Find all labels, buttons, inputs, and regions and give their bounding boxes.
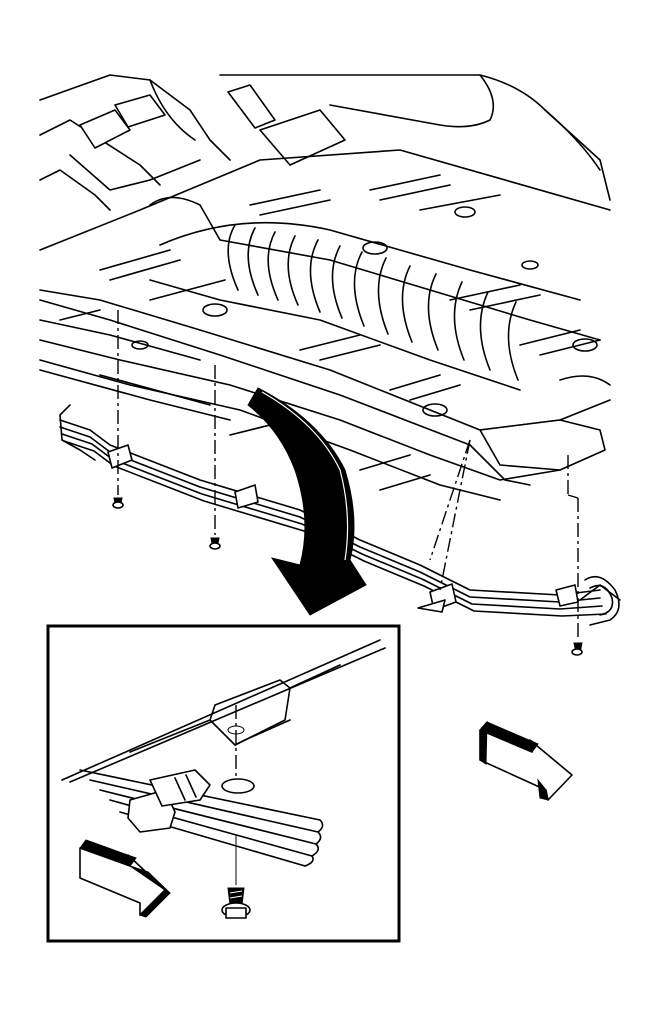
fuel-brake-line-bundle (59, 404, 621, 626)
retainer-bolt-center (209, 365, 221, 550)
retainer-bolt-left (112, 310, 124, 509)
forward-direction-arrow-detail (79, 839, 171, 918)
retainer-bolt-right (567, 455, 583, 656)
underbody-floor-pan (39, 74, 611, 501)
forward-direction-arrow-main (479, 720, 573, 801)
clip-retainer-detail (46, 624, 401, 943)
large-curved-arrow (247, 387, 367, 616)
detail-pointer (417, 439, 471, 613)
